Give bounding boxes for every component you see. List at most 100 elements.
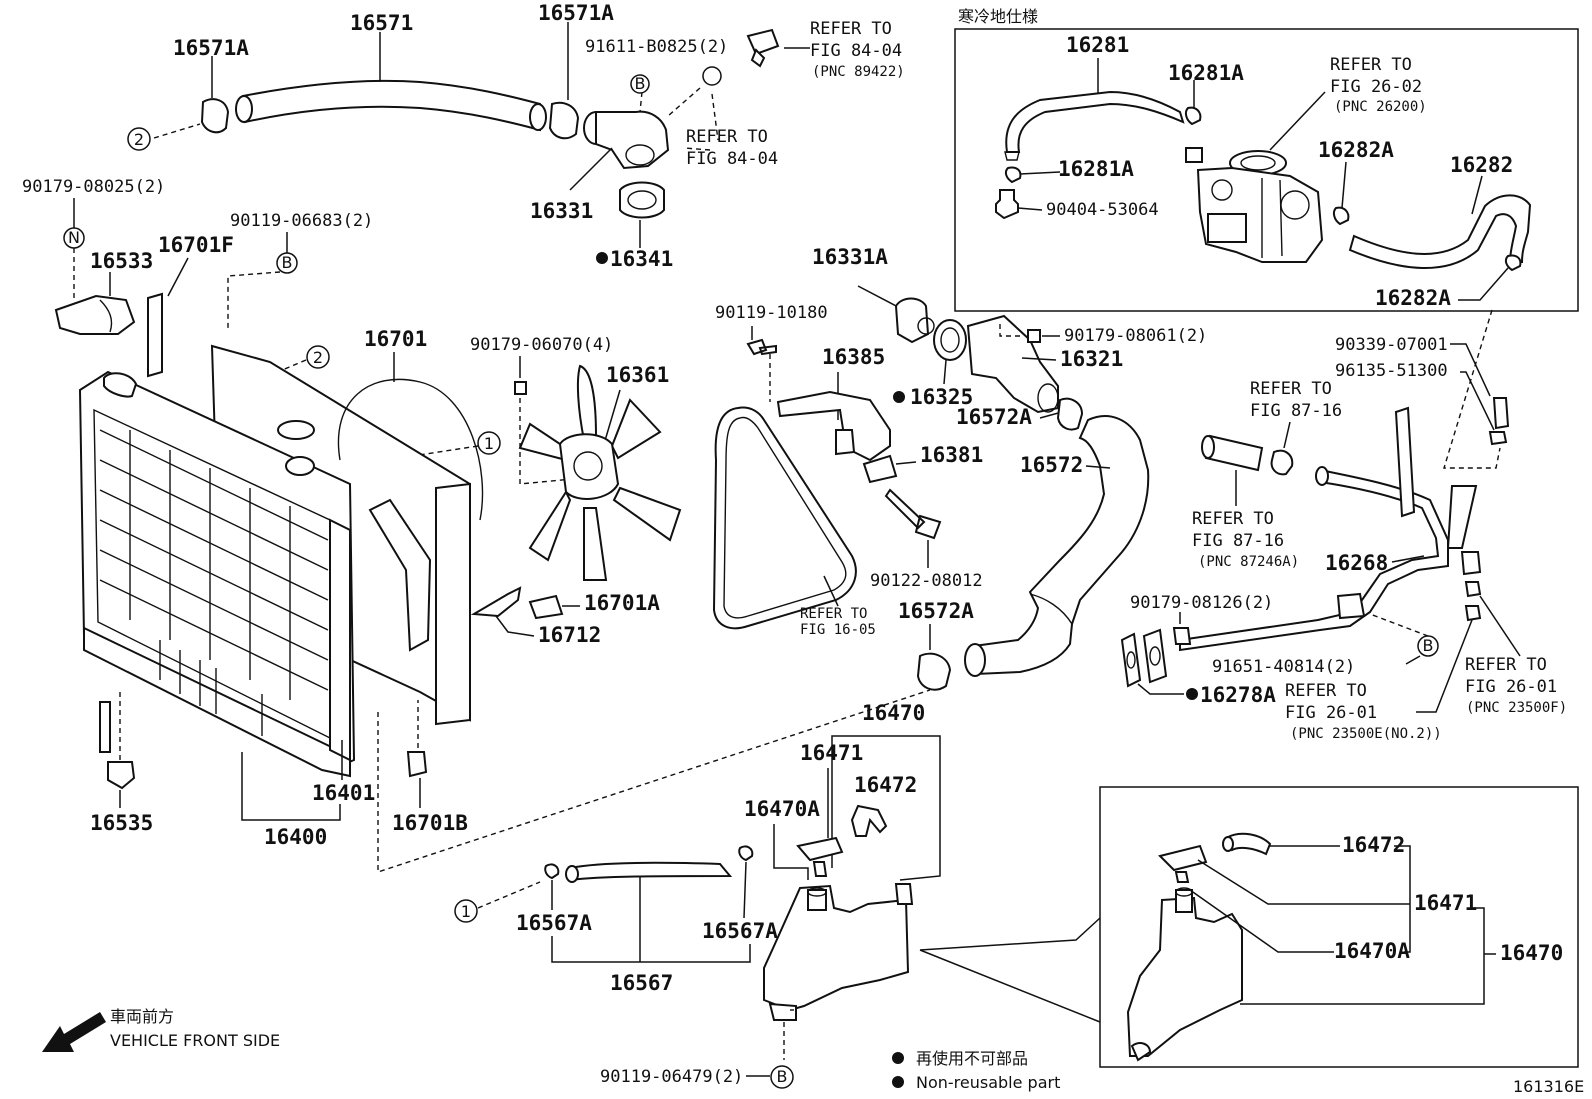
leader-16470A-detail [1189, 889, 1334, 953]
clip-16567A-right-shape [738, 845, 754, 862]
radiator-hose-16571-shape [241, 79, 541, 132]
svg-text:2: 2 [134, 130, 144, 149]
reservoir-tank-16470-main-shape [763, 883, 914, 1021]
label-16400: 16400 [264, 825, 327, 849]
label-16325: 16325 [910, 385, 973, 409]
leader-16321 [1021, 357, 1057, 361]
leader-26-01-e [1416, 619, 1473, 713]
label-90119-06683: 90119-06683(2) [230, 211, 373, 231]
reservoir-tank-16470-detail-shape [1126, 887, 1243, 1062]
legend-dot-2 [892, 1076, 904, 1088]
svg-text:(PNC 87246A): (PNC 87246A) [1198, 554, 1299, 570]
label-16571A-left: 16571A [173, 36, 249, 60]
circle-marker-1-left: 1 [477, 431, 501, 455]
hose-16567-shape [569, 861, 733, 882]
svg-text:FIG 16-05: FIG 16-05 [800, 622, 876, 638]
leader-26-01-f [1479, 595, 1521, 657]
label-90339-07001: 90339-07001 [1335, 335, 1448, 355]
svg-text:REFER TO: REFER TO [1285, 681, 1367, 701]
label-16535: 16535 [90, 811, 153, 835]
hose-16571-end-right [529, 103, 547, 131]
label-16470-detail: 16470 [1500, 941, 1563, 965]
cap-neck-detail [1174, 871, 1190, 883]
label-90179-08025: 90179-08025(2) [22, 177, 165, 197]
label-16572A-bot: 16572A [898, 599, 974, 623]
svg-text:(PNC 23500F): (PNC 23500F) [1466, 700, 1567, 716]
cushion-16535-shape [107, 761, 136, 790]
label-16472-detail: 16472 [1342, 833, 1405, 857]
temp-sensor-shape [746, 28, 780, 68]
leader-26-02 [1269, 91, 1326, 151]
label-16701: 16701 [364, 327, 427, 351]
leader-16572 [1085, 465, 1111, 469]
svg-text:(PNC 26200): (PNC 26200) [1334, 99, 1427, 115]
label-91611-b0825: 91611-B0825(2) [585, 37, 728, 57]
drain-16535-stem [99, 701, 111, 753]
throttle-body-shape [1185, 147, 1324, 263]
ref-fig-84-04-sensor: REFER TO FIG 84-04 (PNC 89422) [810, 19, 905, 80]
svg-text:(PNC 89422): (PNC 89422) [812, 64, 905, 80]
bolt-90119-10180-shape [746, 338, 777, 356]
v-belt-shape [712, 406, 857, 630]
hose-87-16-end [1201, 435, 1215, 459]
hose-16572-inner [1029, 593, 1073, 625]
label-16278A: 16278A [1200, 683, 1276, 707]
radiator-16400-shape [78, 370, 356, 778]
circle-marker-b-bottom: B [770, 1065, 794, 1089]
leader-16325 [943, 359, 947, 385]
leader-16471-detail [1197, 859, 1410, 905]
hose-16472-detail-shape [1224, 832, 1272, 856]
leader-16712 [495, 615, 535, 637]
label-16381: 16381 [920, 443, 983, 467]
label-16341: 16341 [610, 247, 673, 271]
label-90122-08012: 90122-08012 [870, 571, 983, 591]
legend-en: Non-reusable part [916, 1073, 1060, 1092]
label-16567: 16567 [610, 971, 673, 995]
label-16268: 16268 [1325, 551, 1388, 575]
non-reusable-dot-16325 [893, 391, 905, 403]
leader-16400 [241, 752, 341, 821]
svg-text:B: B [1423, 636, 1434, 655]
label-90119-06479: 90119-06479(2) [600, 1067, 743, 1087]
leader-16470A-main [773, 824, 809, 880]
label-90179-06070: 90179-06070(4) [470, 335, 613, 355]
svg-text:REFER TO: REFER TO [1330, 55, 1412, 75]
svg-text:1: 1 [484, 434, 494, 453]
bracket-16533-shape [54, 294, 136, 335]
hose-clamp-16571A-right-shape [548, 101, 580, 140]
label-90179-08126: 90179-08126(2) [1130, 593, 1273, 613]
bracket-detail-right [1394, 845, 1411, 953]
legend-dot-1 [892, 1052, 904, 1064]
union-90404-shape [995, 189, 1019, 220]
bracket-16701A-shape [528, 594, 564, 620]
circle-marker-2-top: 2 [127, 127, 151, 151]
bolt-90122-shape [884, 488, 942, 540]
leader-91651 [1405, 655, 1421, 665]
leader-16331 [569, 147, 613, 191]
non-reusable-dot-16341 [596, 252, 608, 264]
leader-16470-detail [1240, 907, 1496, 1005]
ref-fig-84-04-gasket: REFER TO FIG 84-04 [686, 127, 778, 169]
leader-90339-07001 [1450, 343, 1491, 397]
water-outlet-16331-shape [583, 110, 670, 170]
circle-2-leader-left [229, 359, 307, 393]
label-90404-53064: 90404-53064 [1046, 200, 1159, 220]
hose-16571-end [235, 95, 253, 123]
leader-16331A [857, 285, 901, 309]
leader-sensor [667, 87, 701, 117]
circle-marker-2-left: 2 [306, 345, 330, 369]
label-16331A: 16331A [812, 245, 888, 269]
dash-inset-to-pipe [1443, 309, 1501, 469]
label-16572: 16572 [1020, 453, 1083, 477]
svg-text:FIG 84-04: FIG 84-04 [810, 41, 902, 61]
thermostat-16331A-shape [894, 297, 935, 344]
label-16281: 16281 [1066, 33, 1129, 57]
hose-87-16-shape [1204, 434, 1264, 472]
detail-callout-lines [919, 917, 1101, 1023]
label-16470A-main: 16470A [744, 797, 820, 821]
fan-16361-shape [518, 364, 682, 581]
vehicle-front-arrow-icon [42, 1012, 106, 1052]
label-16281A-mid: 16281A [1058, 157, 1134, 181]
leader-91611 [639, 91, 643, 113]
ref-fig-87-16-hose: REFER TO FIG 87-16 (PNC 87246A) [1192, 509, 1299, 570]
